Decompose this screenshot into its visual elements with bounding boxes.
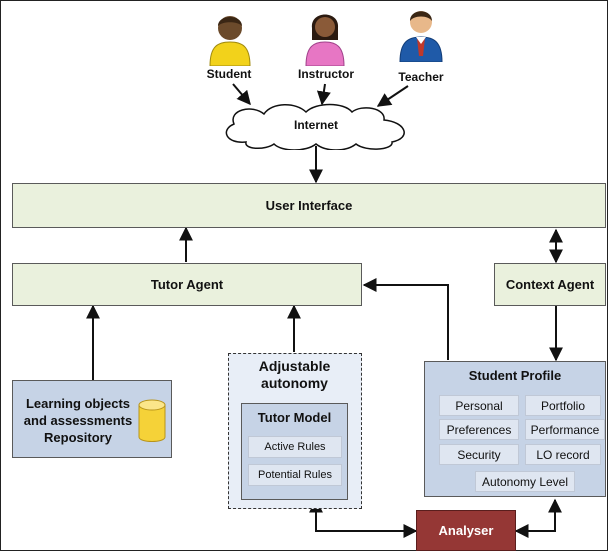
arrow-profile-tutor [362,278,449,360]
potential-rules-chip: Potential Rules [248,464,342,486]
context-agent-box: Context Agent [494,263,606,306]
tutor-model-title: Tutor Model [257,410,332,425]
arrow-analyser-profile [514,498,562,538]
student-label: Student [206,67,252,81]
personal-chip: Personal [439,395,519,416]
arrow-student-internet [232,83,251,106]
student-profile-box: Student Profile Personal Portfolio Prefe… [424,361,606,497]
teacher-label: Teacher [398,70,444,84]
security-chip: Security [439,444,519,465]
student-icon [209,16,251,66]
arrow-teacher-internet [376,85,409,107]
autonomy-line-1: Adjustable [258,358,331,374]
tutor-agent-label: Tutor Agent [150,277,224,292]
tutor-model-box: Tutor Model Active Rules Potential Rules [241,403,348,500]
adjustable-autonomy-box: Adjustable autonomy Tutor Model Active R… [228,353,362,509]
context-agent-label: Context Agent [505,277,595,292]
lo-record-chip: LO record [525,444,601,465]
performance-chip: Performance [525,419,605,440]
analyser-box: Analyser [416,510,516,551]
user-interface-label: User Interface [265,198,353,213]
preferences-chip: Preferences [439,419,519,440]
autonomy-level-chip: Autonomy Level [475,471,575,492]
repository-line-2: and assessments [23,413,133,428]
portfolio-chip: Portfolio [525,395,601,416]
repository-line-1: Learning objects [25,396,131,411]
instructor-label: Instructor [297,67,354,81]
internet-cloud [225,103,405,150]
repository-line-3: Repository [44,430,112,445]
database-icon [138,399,166,442]
analyser-label: Analyser [438,523,494,538]
active-rules-chip: Active Rules [248,436,342,458]
arrow-tutormodel-analyser [309,498,418,538]
autonomy-line-2: autonomy [261,375,328,391]
internet-label: Internet [293,118,338,132]
tutor-agent-box: Tutor Agent [12,263,362,306]
arrow-instructor-internet [316,83,331,106]
student-profile-title: Student Profile [468,368,562,383]
teacher-icon [399,11,443,62]
user-interface-box: User Interface [12,183,606,228]
instructor-icon [305,14,345,66]
repository-box: Learning objects and assessments Reposit… [12,380,172,458]
